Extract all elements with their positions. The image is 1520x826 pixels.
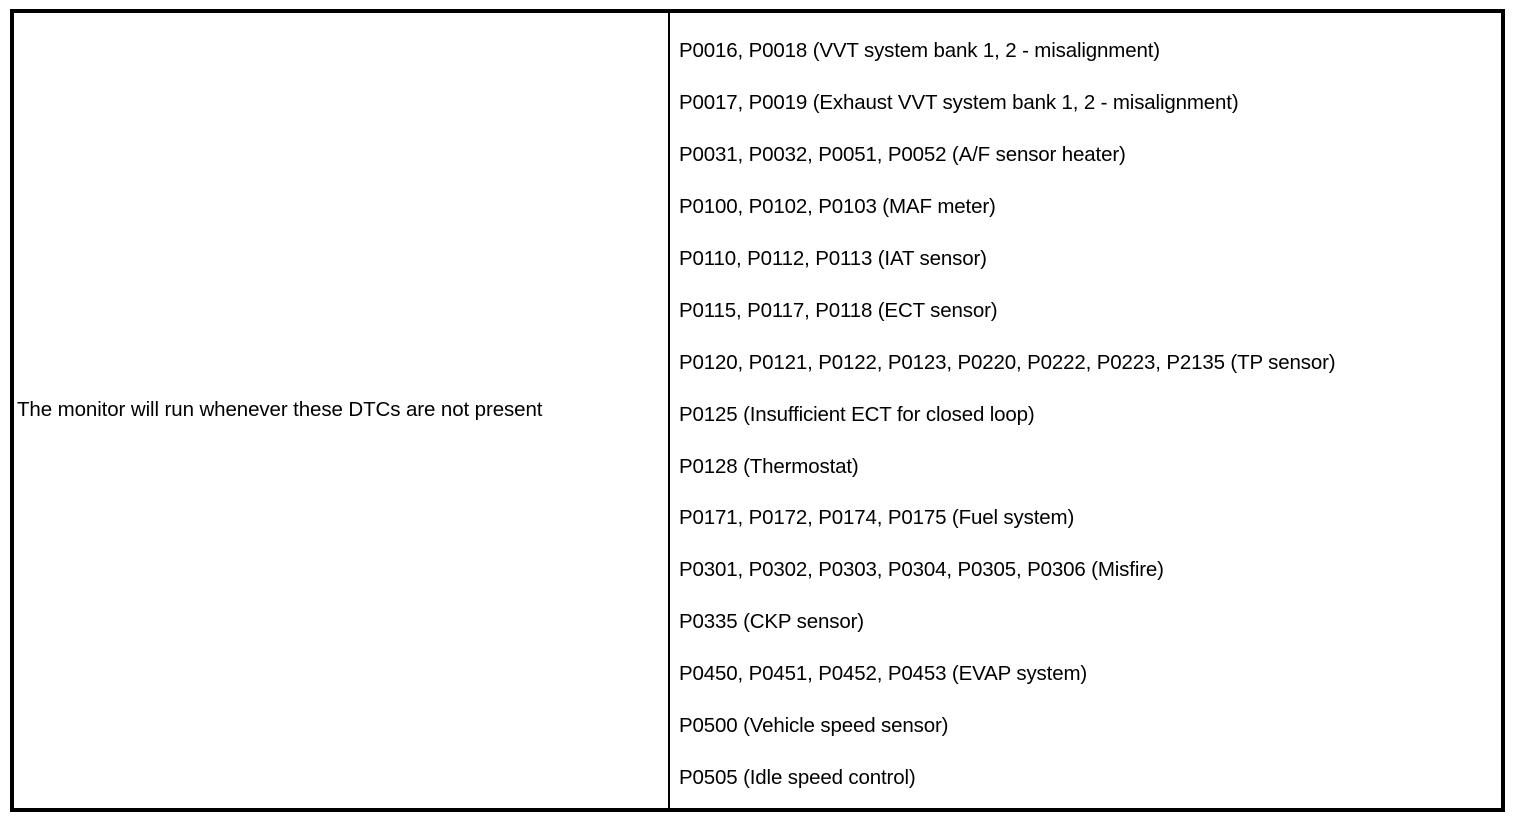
dtc-condition-table: The monitor will run whenever these DTCs… bbox=[10, 9, 1505, 812]
dtc-row: P0115, P0117, P0118 (ECT sensor) bbox=[679, 298, 998, 322]
dtc-row: P0031, P0032, P0051, P0052 (A/F sensor h… bbox=[679, 142, 1126, 166]
dtc-row: P0301, P0302, P0303, P0304, P0305, P0306… bbox=[679, 558, 1164, 582]
dtc-row: P0017, P0019 (Exhaust VVT system bank 1,… bbox=[679, 90, 1239, 114]
dtc-row: P0335 (CKP sensor) bbox=[679, 610, 864, 634]
condition-label: The monitor will run whenever these DTCs… bbox=[17, 398, 543, 422]
dtc-row: P0500 (Vehicle speed sensor) bbox=[679, 714, 949, 738]
dtc-row: P0505 (Idle speed control) bbox=[679, 766, 916, 790]
dtc-row: P0120, P0121, P0122, P0123, P0220, P0222… bbox=[679, 350, 1336, 374]
dtc-row: P0125 (Insufficient ECT for closed loop) bbox=[679, 402, 1035, 426]
dtc-row: P0100, P0102, P0103 (MAF meter) bbox=[679, 194, 996, 218]
dtc-row: P0450, P0451, P0452, P0453 (EVAP system) bbox=[679, 662, 1088, 686]
dtc-row: P0128 (Thermostat) bbox=[679, 454, 859, 478]
condition-cell: The monitor will run whenever these DTCs… bbox=[14, 13, 670, 808]
dtc-row: P0016, P0018 (VVT system bank 1, 2 - mis… bbox=[679, 39, 1160, 62]
dtc-list-cell: P0016, P0018 (VVT system bank 1, 2 - mis… bbox=[670, 13, 1501, 808]
dtc-row: P0110, P0112, P0113 (IAT sensor) bbox=[679, 246, 987, 270]
dtc-row: P0171, P0172, P0174, P0175 (Fuel system) bbox=[679, 506, 1075, 530]
